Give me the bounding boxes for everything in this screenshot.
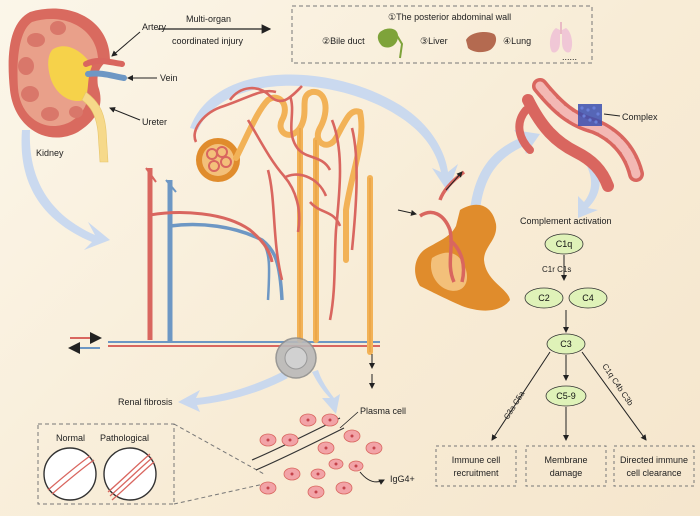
outcome-2-line1: Membrane [544, 455, 587, 465]
lung-icon [549, 22, 573, 53]
node-c1q-label: C1q [556, 239, 573, 249]
outcome-3-line2: cell clearance [626, 468, 681, 478]
ureter-label: Ureter [142, 117, 167, 127]
pathway-left-label: C3a C5a [502, 389, 527, 421]
complement-cascade: Complement activation C1q C1r C1s C2 C4 … [435, 216, 695, 487]
ureter [81, 91, 109, 163]
organ-lung: ④Lung [503, 36, 531, 46]
renal-fibrosis: Renal fibrosis Normal Pathological [37, 397, 265, 505]
outcome-membrane-damage [525, 445, 607, 487]
normal-label: Normal [56, 433, 85, 443]
node-c59 [545, 385, 587, 407]
pathological-label: Pathological [100, 433, 149, 443]
multi-organ-arrow: Multi-organ coordinated injury [158, 14, 272, 46]
complex-label: Complex [622, 112, 658, 122]
igg4-label: IgG4+ [390, 474, 415, 484]
outcome-2-line2: damage [550, 468, 583, 478]
capillary-tissue [397, 170, 510, 311]
complex-vessel: Complex [515, 78, 658, 192]
plasma-cell-group [259, 413, 383, 499]
gallbladder-icon [377, 28, 404, 59]
node-c4-label: C4 [582, 293, 594, 303]
organ-bile: ②Bile duct [322, 36, 365, 46]
plasma-cells: Plasma cell IgG4+ [251, 406, 415, 499]
node-c2-label: C2 [538, 293, 550, 303]
outcome-immune-recruitment [435, 445, 517, 487]
organ-box: ①The posterior abdominal wall ②Bile duct… [291, 5, 593, 64]
injury-line2: coordinated injury [172, 36, 244, 46]
vein-label: Vein [160, 73, 178, 83]
outcome-1-line1: Immune cell [452, 455, 501, 465]
nephron [68, 85, 380, 389]
node-c3-label: C3 [560, 339, 572, 349]
fibrosis-title: Renal fibrosis [118, 397, 173, 407]
plasma-label: Plasma cell [360, 406, 406, 416]
artery-label: Artery [142, 22, 167, 32]
organ-wall: ①The posterior abdominal wall [388, 12, 511, 22]
liver-icon [466, 32, 497, 53]
renal-vein [85, 70, 127, 81]
organ-liver: ③Liver [420, 36, 448, 46]
complement-title: Complement activation [520, 216, 612, 226]
outcome-3-line1: Directed immune [620, 455, 688, 465]
pathological-vessel [103, 447, 157, 501]
kidney-illustration [8, 8, 127, 163]
organ-more: ...... [562, 52, 577, 62]
node-c3 [546, 333, 586, 355]
node-c1q [544, 233, 584, 255]
normal-vessel [43, 447, 97, 501]
tubules [233, 88, 373, 355]
outcome-1-line2: recruitment [453, 468, 499, 478]
peritubular-capillaries [193, 85, 358, 321]
kidney-label: Kidney [36, 148, 64, 158]
renal-pelvis [48, 46, 92, 102]
node-c59-label: C5-9 [556, 391, 576, 401]
renal-artery [83, 57, 125, 67]
flow-arrows [21, 74, 600, 414]
node-c4 [568, 287, 608, 309]
c1r-c1s-label: C1r C1s [542, 265, 571, 274]
outcome-immune-clearance [613, 445, 695, 487]
kidney-labels: Artery Vein Ureter Kidney [36, 22, 178, 158]
kidney-pyramids [18, 21, 83, 121]
injury-line1: Multi-organ [186, 14, 231, 24]
node-c2 [524, 287, 564, 309]
